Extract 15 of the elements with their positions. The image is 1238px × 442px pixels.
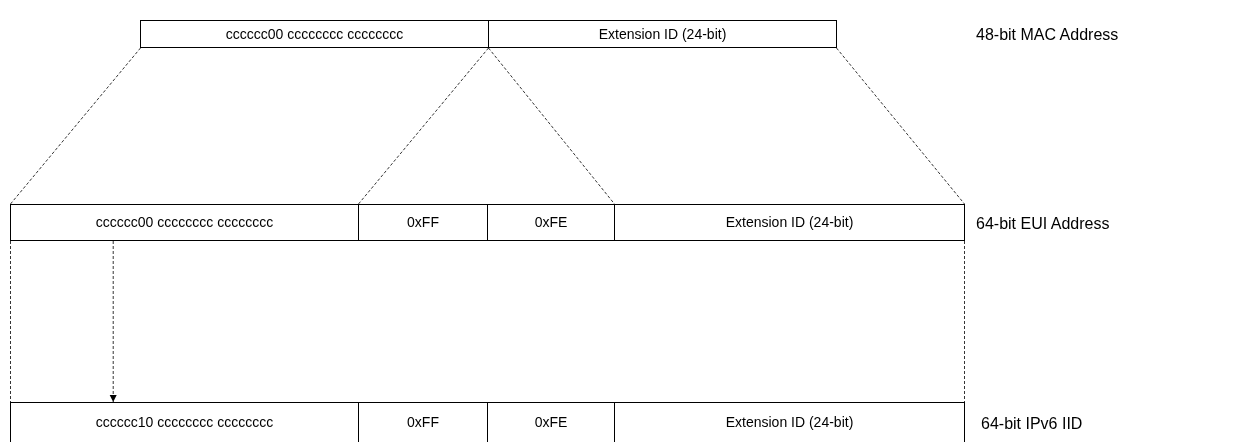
connector-line	[10, 47, 141, 205]
field-cell: cccccc00 cccccccc cccccccc	[140, 20, 489, 48]
field-cell: 0xFF	[358, 204, 488, 241]
connector-line	[836, 47, 965, 205]
row-label: 48-bit MAC Address	[976, 25, 1119, 45]
field-cell: cccccc00 cccccccc cccccccc	[10, 204, 359, 241]
connector-line	[358, 47, 489, 205]
field-cell: cccccc10 cccccccc cccccccc	[10, 402, 359, 442]
field-cell: Extension ID (24-bit)	[488, 20, 837, 48]
field-cell: Extension ID (24-bit)	[614, 402, 965, 442]
field-cell: Extension ID (24-bit)	[614, 204, 965, 241]
connector-line	[488, 47, 615, 205]
row-label: 64-bit IPv6 IID	[981, 414, 1083, 434]
row-label: 64-bit EUI Address	[976, 214, 1110, 234]
field-cell: 0xFE	[487, 204, 615, 241]
